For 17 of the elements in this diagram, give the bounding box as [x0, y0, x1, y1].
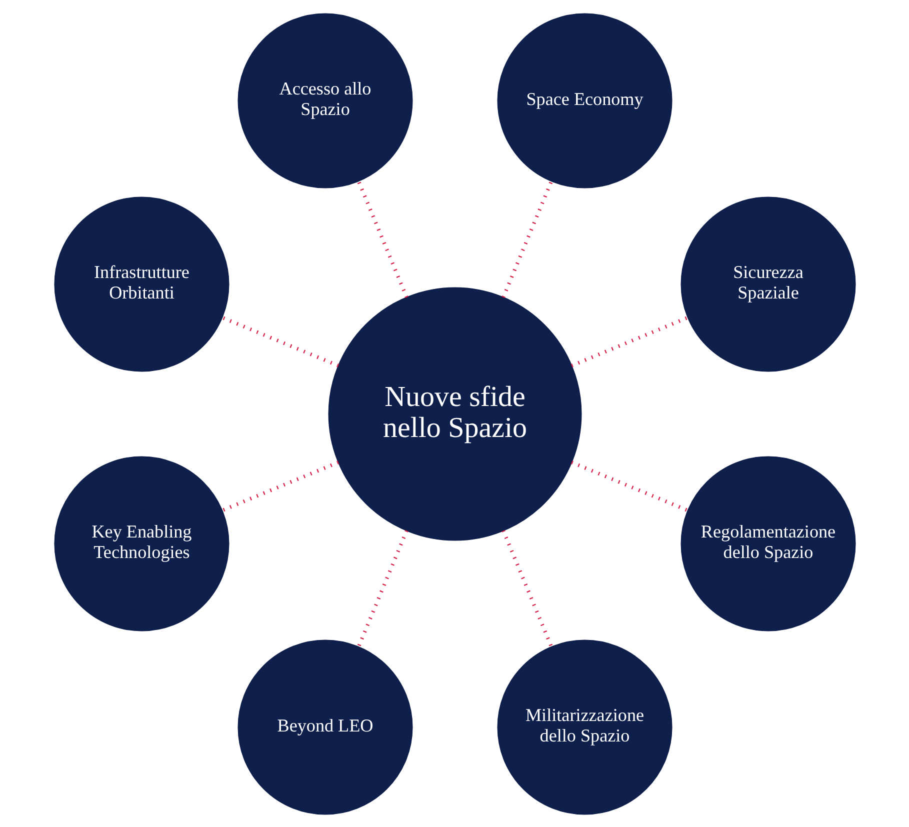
- node-circle: Nuove sfide nello Spazio: [328, 286, 582, 540]
- node-circle: Accesso allo Spazio: [237, 12, 412, 188]
- connector: [221, 460, 339, 512]
- connector: [221, 315, 339, 367]
- connector: [501, 529, 553, 647]
- node-circle: Regolamentazione dello Spazio: [680, 456, 856, 631]
- connector: [356, 180, 408, 298]
- node-circle: Infrastrutture Orbitanti: [54, 196, 229, 372]
- node-circle: Militarizzazione dello Spazio: [496, 639, 672, 814]
- node-circle: Space Economy: [496, 12, 672, 188]
- node-circle: Sicurezza Spaziale: [680, 196, 856, 372]
- node-circle: Key Enabling Technologies: [54, 456, 229, 631]
- connector: [356, 529, 408, 647]
- connector: [570, 315, 688, 367]
- connector: [570, 460, 688, 512]
- connector: [501, 180, 553, 298]
- node-circle: Beyond LEO: [237, 639, 412, 814]
